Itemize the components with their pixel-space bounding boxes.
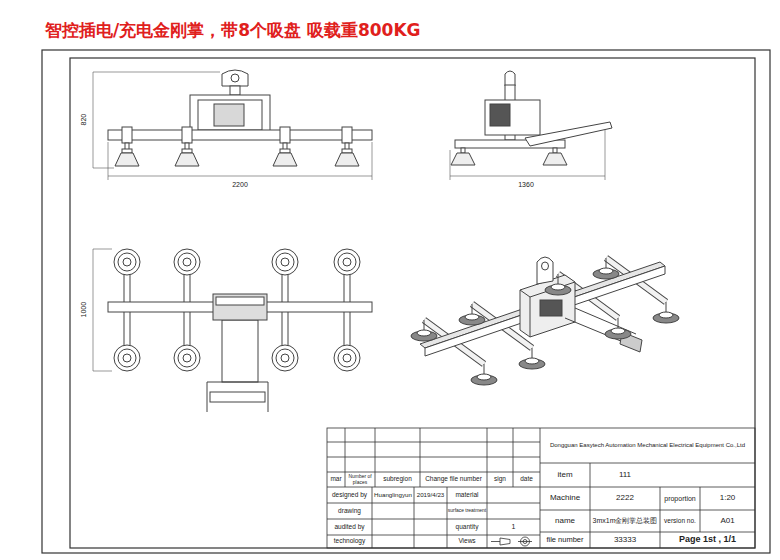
label-cell: 2222 <box>590 487 660 510</box>
label-cell: 33333 <box>590 532 660 548</box>
table-cell-text: 33333 <box>614 536 636 544</box>
table-cell-text: Machine <box>550 494 580 502</box>
table-cell-text: Number of places <box>345 474 375 484</box>
label-cell: audited by <box>327 519 372 535</box>
table-cell-text: version no. <box>664 518 696 525</box>
label-cell: date <box>513 472 540 487</box>
table-cell-text: mar <box>330 476 341 483</box>
label-cell: mar <box>327 472 345 487</box>
sheet-title: 智控插电/充电金刚掌，带8个吸盘 吸载重800KG <box>45 19 421 42</box>
table-cell-text: Page 1st , 1/1 <box>679 535 736 544</box>
table-cell-text: 2019/4/23 <box>417 492 445 499</box>
label-cell: Huanglingyun <box>372 487 414 503</box>
dimension-text: 820 <box>80 114 87 126</box>
table-cell-text: designed by <box>332 492 367 499</box>
label-cell: 2019/4/23 <box>414 487 447 503</box>
label-cell: version no. <box>660 510 700 532</box>
label-cell: 3mx1m金刚掌总装图 <box>590 510 660 532</box>
table-cell-text: 1 <box>512 523 516 530</box>
label-cell: Views <box>447 535 487 548</box>
label-cell: drawing <box>327 503 372 519</box>
table-cell-text: sign <box>494 476 506 483</box>
label-cell: Change file number <box>420 472 487 487</box>
table-cell-text: 2222 <box>616 494 634 502</box>
dimension-text: 1000 <box>80 302 87 318</box>
table-cell-text: file number <box>546 536 583 544</box>
label-cell: technology <box>327 535 372 548</box>
label-cell: 1000 <box>76 290 91 330</box>
label-cell: Dongguan Easytech Automation Mechanical … <box>542 428 753 463</box>
label-cell: sign <box>487 472 513 487</box>
table-cell-text: proportion <box>664 495 696 502</box>
table-cell-text: Huanglingyun <box>374 492 412 499</box>
table-cell-text: 1360 <box>518 181 534 188</box>
label-cell: 820 <box>76 100 91 140</box>
table-cell-text: subregion <box>383 476 412 483</box>
table-cell-text: A01 <box>720 517 734 525</box>
table-cell-text: material <box>455 492 478 499</box>
label-cell: 1360 <box>506 179 546 190</box>
label-cell: quantity <box>447 519 487 535</box>
label-cell: name <box>540 510 590 532</box>
label-cell: surface treatment <box>447 503 487 519</box>
table-cell-text: audited by <box>335 524 365 531</box>
label-cell: 111 <box>590 463 660 487</box>
label-cell: designed by <box>327 487 372 503</box>
table-cell-text: 1:20 <box>720 494 736 502</box>
label-cell: Machine <box>540 487 590 510</box>
table-cell-text: Views <box>458 538 475 545</box>
table-cell-text: drawing <box>338 508 361 515</box>
table-cell-text: 2200 <box>232 181 248 188</box>
table-cell-text: Dongguan Easytech Automation Mechanical … <box>550 442 745 448</box>
label-cell: proportion <box>660 487 700 510</box>
label-cell: 2200 <box>218 179 262 190</box>
table-cell-text: technology <box>334 538 365 545</box>
table-cell-text: name <box>555 517 575 525</box>
table-cell-text: Change file number <box>425 476 482 483</box>
label-cell: file number <box>540 532 590 548</box>
table-cell-text: surface treatment <box>448 508 486 513</box>
table-cell-text: 3mx1m金刚掌总装图 <box>593 517 658 524</box>
label-cell: subregion <box>375 472 420 487</box>
label-cell: item <box>540 463 590 487</box>
label-cell: 1 <box>487 519 540 535</box>
table-cell-text: date <box>520 476 533 483</box>
label-cell: 1:20 <box>700 487 755 510</box>
table-cell-text: item <box>557 471 572 479</box>
table-cell-text: quantity <box>456 524 479 531</box>
label-cell: A01 <box>700 510 755 532</box>
label-cell: Page 1st , 1/1 <box>660 532 755 548</box>
table-cell-text: 111 <box>619 471 631 479</box>
label-cell: material <box>447 487 487 503</box>
label-cell: Number of places <box>345 472 375 487</box>
